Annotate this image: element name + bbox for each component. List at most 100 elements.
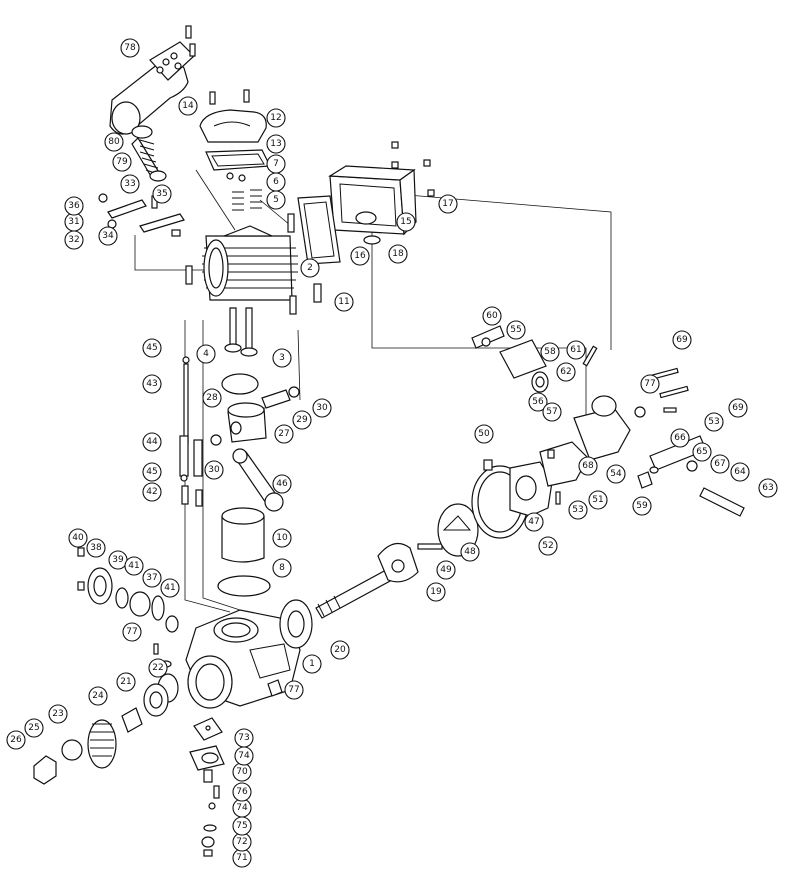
callout-77: 77 xyxy=(122,622,142,642)
callout-30: 30 xyxy=(312,398,332,418)
svg-text:67: 67 xyxy=(714,459,725,469)
svg-text:40: 40 xyxy=(72,533,84,543)
callout-20: 20 xyxy=(330,640,350,660)
valve-springs xyxy=(226,172,262,211)
svg-text:43: 43 xyxy=(146,379,157,389)
callout-48: 48 xyxy=(460,542,480,562)
callout-64: 64 xyxy=(730,462,750,482)
svg-text:38: 38 xyxy=(90,543,102,553)
svg-text:2: 2 xyxy=(307,263,313,273)
svg-text:55: 55 xyxy=(510,325,521,335)
svg-text:8: 8 xyxy=(279,563,285,573)
svg-text:76: 76 xyxy=(236,787,248,797)
svg-text:80: 80 xyxy=(108,137,120,147)
callout-80: 80 xyxy=(104,132,124,152)
callout-74: 74 xyxy=(234,746,254,766)
svg-text:78: 78 xyxy=(124,43,136,53)
callout-27: 27 xyxy=(274,424,294,444)
svg-text:74: 74 xyxy=(236,803,248,813)
callout-57: 57 xyxy=(542,402,562,422)
callout-58: 58 xyxy=(540,342,560,362)
callout-67: 67 xyxy=(710,454,730,474)
callout-62: 62 xyxy=(556,362,576,382)
svg-text:4: 4 xyxy=(203,349,209,359)
svg-text:33: 33 xyxy=(124,179,135,189)
callout-55: 55 xyxy=(506,320,526,340)
svg-text:58: 58 xyxy=(544,347,556,357)
svg-text:32: 32 xyxy=(68,235,79,245)
drive-gears xyxy=(77,547,179,633)
svg-text:11: 11 xyxy=(338,297,349,307)
svg-text:39: 39 xyxy=(112,555,124,565)
callout-35: 35 xyxy=(152,184,172,204)
push-rods xyxy=(179,356,203,507)
callout-45: 45 xyxy=(142,462,162,482)
svg-text:15: 15 xyxy=(400,217,411,227)
callout-16: 16 xyxy=(350,246,370,266)
svg-text:62: 62 xyxy=(560,367,571,377)
callout-2: 2 xyxy=(300,258,320,278)
callout-5: 5 xyxy=(266,190,286,210)
svg-text:49: 49 xyxy=(440,565,452,575)
callout-25: 25 xyxy=(24,718,44,738)
svg-text:50: 50 xyxy=(478,429,490,439)
callout-51: 51 xyxy=(588,490,608,510)
front-hub xyxy=(33,673,179,785)
callout-75: 75 xyxy=(232,816,252,836)
svg-text:24: 24 xyxy=(92,691,104,701)
callout-23: 23 xyxy=(48,704,68,724)
svg-text:44: 44 xyxy=(146,437,158,447)
svg-text:26: 26 xyxy=(10,735,22,745)
svg-text:45: 45 xyxy=(146,467,157,477)
callout-14: 14 xyxy=(178,96,198,116)
callout-41: 41 xyxy=(124,556,144,576)
svg-text:1: 1 xyxy=(309,659,315,669)
callout-28: 28 xyxy=(202,388,222,408)
callout-4: 4 xyxy=(196,344,216,364)
callout-69: 69 xyxy=(728,398,748,418)
svg-text:72: 72 xyxy=(236,837,247,847)
callout-38: 38 xyxy=(86,538,106,558)
svg-text:5: 5 xyxy=(273,195,279,205)
muffler-assembly xyxy=(109,25,196,182)
svg-text:52: 52 xyxy=(542,541,553,551)
svg-text:70: 70 xyxy=(236,767,248,777)
svg-text:66: 66 xyxy=(674,433,686,443)
callout-46: 46 xyxy=(272,474,292,494)
svg-text:23: 23 xyxy=(52,709,63,719)
callout-47: 47 xyxy=(524,512,544,532)
callout-17: 17 xyxy=(438,194,458,214)
svg-text:16: 16 xyxy=(354,251,366,261)
svg-text:77: 77 xyxy=(126,627,137,637)
callout-77: 77 xyxy=(640,374,660,394)
callout-33: 33 xyxy=(120,174,140,194)
callout-76: 76 xyxy=(232,782,252,802)
callout-78: 78 xyxy=(120,38,140,58)
svg-text:14: 14 xyxy=(182,101,194,111)
callout-39: 39 xyxy=(108,550,128,570)
svg-text:53: 53 xyxy=(572,505,583,515)
svg-text:64: 64 xyxy=(734,467,746,477)
crankshaft xyxy=(279,542,443,649)
svg-text:60: 60 xyxy=(486,311,498,321)
callout-70: 70 xyxy=(232,762,252,782)
svg-text:42: 42 xyxy=(146,487,157,497)
svg-text:56: 56 xyxy=(532,397,544,407)
callout-74: 74 xyxy=(232,798,252,818)
svg-text:28: 28 xyxy=(206,393,218,403)
piston-group xyxy=(210,373,300,597)
callout-79: 79 xyxy=(112,152,132,172)
svg-text:35: 35 xyxy=(156,189,167,199)
svg-text:41: 41 xyxy=(164,583,175,593)
callout-13: 13 xyxy=(266,134,286,154)
sump-parts xyxy=(189,717,225,857)
callout-60: 60 xyxy=(482,306,502,326)
svg-text:54: 54 xyxy=(610,469,622,479)
svg-text:69: 69 xyxy=(676,335,688,345)
callout-53: 53 xyxy=(704,412,724,432)
svg-text:61: 61 xyxy=(570,345,581,355)
svg-text:6: 6 xyxy=(273,177,279,187)
cam-housing xyxy=(297,141,435,265)
crankcase xyxy=(153,609,301,709)
